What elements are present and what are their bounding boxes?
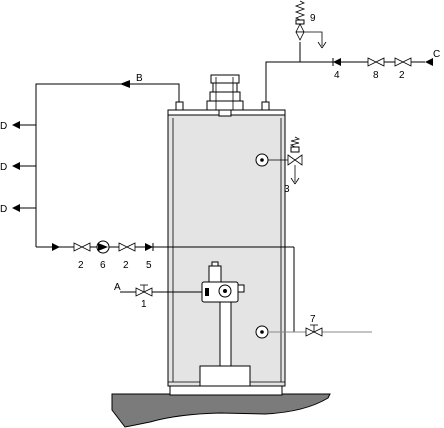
label-2-inlet: 2 xyxy=(399,70,405,81)
shutoff-valve-2-left xyxy=(74,243,90,251)
label-3: 3 xyxy=(284,184,290,195)
label-6: 6 xyxy=(100,260,106,271)
label-7: 7 xyxy=(310,314,316,325)
label-D-middle: D xyxy=(0,162,7,173)
label-8: 8 xyxy=(373,70,379,81)
shutoff-valve-2-inlet xyxy=(395,58,411,66)
check-valve-4 xyxy=(333,58,341,66)
label-2-right: 2 xyxy=(123,260,129,271)
circulation-pump-6 xyxy=(97,241,109,253)
label-B: B xyxy=(136,73,143,84)
ground-base xyxy=(112,394,330,427)
shutoff-valve-2-right xyxy=(119,243,135,251)
label-1: 1 xyxy=(141,299,147,310)
strainer-8 xyxy=(368,58,384,66)
label-C: C xyxy=(433,49,440,60)
heater-stand xyxy=(170,386,282,395)
label-9: 9 xyxy=(310,13,316,24)
label-D-bottom: D xyxy=(0,204,7,215)
label-5: 5 xyxy=(146,260,152,271)
relief-valve-9 xyxy=(296,1,326,48)
check-valve-5 xyxy=(145,243,153,251)
hot-outlet-stub xyxy=(176,102,183,110)
label-2-left: 2 xyxy=(78,260,84,271)
label-4: 4 xyxy=(334,70,340,81)
label-D-top: D xyxy=(0,121,7,132)
flue-draft-hood xyxy=(207,75,243,116)
cold-water-inlet-line xyxy=(266,42,433,102)
cold-inlet-stub xyxy=(262,102,269,110)
hot-water-supply-line xyxy=(12,80,179,247)
label-A: A xyxy=(114,282,121,293)
